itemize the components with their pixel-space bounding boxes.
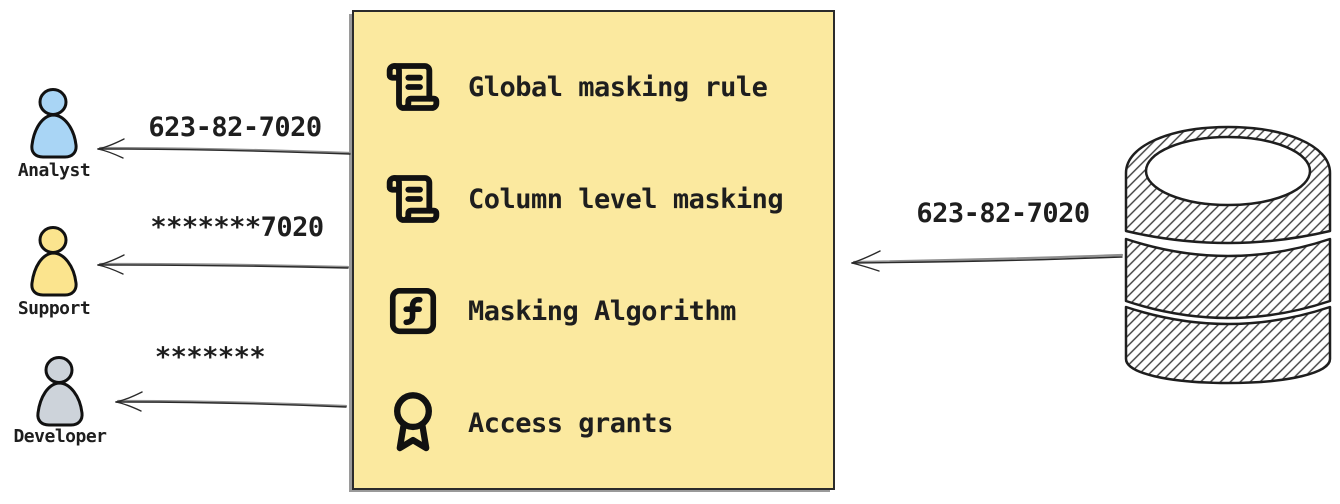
rule-label: Column level masking: [468, 183, 784, 215]
rule-label: Masking Algorithm: [468, 295, 736, 327]
flow-value-box-to-developer: *******: [154, 342, 266, 373]
rule-row-access-grants: Access grants: [384, 392, 833, 452]
user-developer: [28, 356, 92, 428]
award-icon: [384, 392, 442, 452]
flow-value-box-to-support: *******7020: [150, 212, 324, 243]
flow-value-db-to-box: 623-82-7020: [916, 198, 1090, 229]
rule-row-global-masking: Global masking rule: [384, 58, 833, 116]
user-analyst: [22, 88, 86, 160]
flow-arrow-box-to-support: [88, 252, 350, 282]
rule-label: Global masking rule: [468, 71, 768, 103]
function-square-icon: [384, 282, 442, 340]
rule-label: Access grants: [468, 407, 673, 439]
scroll-text-icon: [384, 58, 442, 116]
person-icon: [36, 356, 84, 427]
database-cylinder-icon: [1120, 121, 1336, 385]
user-support: [22, 226, 86, 298]
rule-row-column-masking: Column level masking: [384, 170, 833, 228]
person-icon: [30, 226, 78, 297]
user-label-support: Support: [17, 298, 91, 319]
flow-value-box-to-analyst: 623-82-7020: [148, 112, 322, 143]
person-icon: [30, 88, 78, 159]
user-label-analyst: Analyst: [17, 160, 91, 181]
masking-policy-list: Global masking rule Column level masking: [354, 12, 833, 488]
rule-row-masking-algorithm: Masking Algorithm: [384, 282, 833, 340]
flow-arrow-box-to-analyst: [88, 136, 352, 166]
flow-arrow-db-to-box: [842, 244, 1126, 278]
flow-arrow-box-to-developer: [106, 390, 348, 420]
masking-policy-box: Global masking rule Column level masking: [352, 10, 835, 490]
user-label-developer: Developer: [13, 426, 107, 447]
scroll-text-icon: [384, 170, 442, 228]
